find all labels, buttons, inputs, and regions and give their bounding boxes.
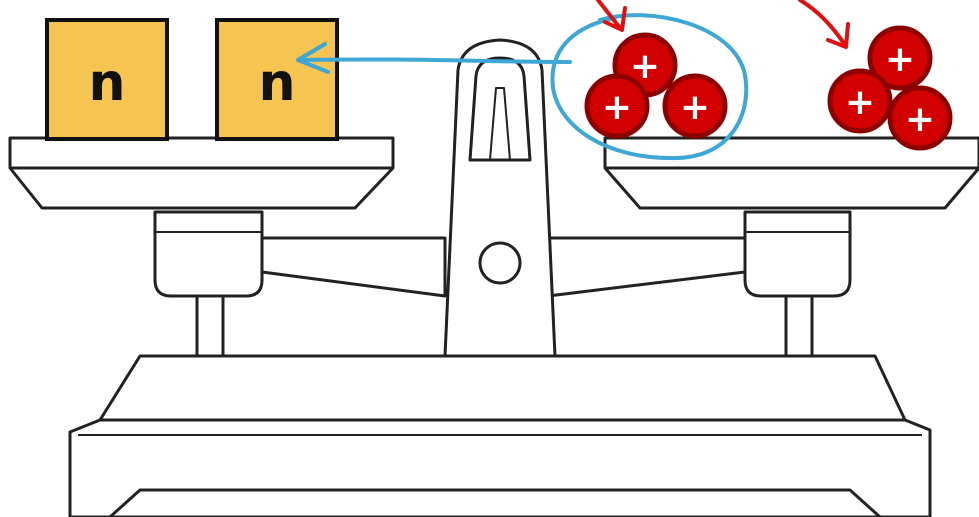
neutron-1: n: [47, 20, 167, 139]
neutron-2: n: [217, 20, 337, 139]
proton: +: [587, 76, 647, 136]
proton-group-circled: + + +: [587, 35, 725, 136]
central-pillar: [445, 40, 555, 356]
right-support: [745, 212, 850, 356]
left-support: [155, 212, 262, 356]
pivot-circle: [480, 243, 520, 283]
proton-sign: +: [680, 87, 710, 128]
red-arrow-right: [800, 0, 848, 47]
neutron-label: n: [88, 53, 125, 113]
annotations: [298, 0, 848, 158]
proton: +: [830, 71, 890, 131]
proton: +: [890, 88, 950, 148]
neutron-group: n n: [47, 20, 337, 139]
proton-sign: +: [885, 39, 915, 80]
scale-base: [70, 356, 930, 517]
proton: +: [665, 76, 725, 136]
proton-sign: +: [845, 82, 875, 123]
proton-sign: +: [602, 87, 632, 128]
annotation-arrow: [300, 59, 570, 62]
left-pan: [10, 138, 393, 208]
proton-sign: +: [905, 99, 935, 140]
neutron-label: n: [258, 53, 295, 113]
